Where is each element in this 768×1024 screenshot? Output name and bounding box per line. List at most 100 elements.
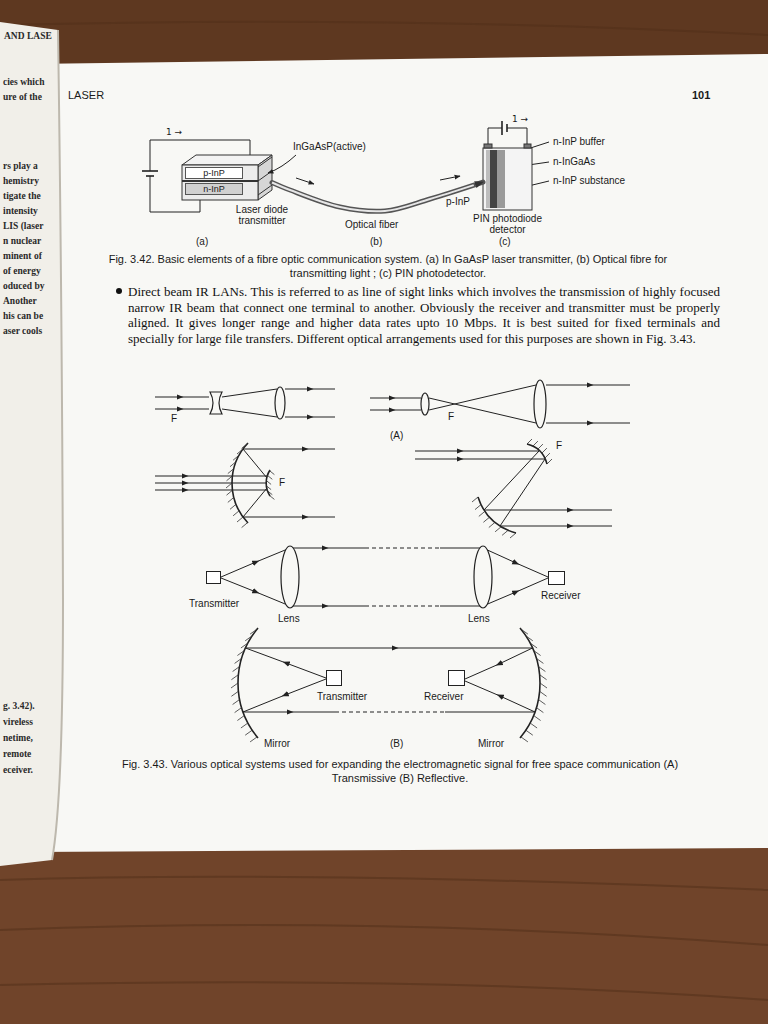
mirror-hatching	[226, 439, 552, 742]
mirror	[238, 628, 258, 738]
part-label: p-InP	[446, 196, 470, 208]
wood-table	[0, 22, 768, 1000]
light-ray	[222, 389, 277, 397]
light-ray	[155, 385, 630, 712]
page-fragment: vireless	[3, 716, 33, 728]
component-label: Receiver	[541, 590, 580, 601]
laser-diode-chip: Laser diode transmitterp-InPn-InP	[182, 165, 272, 200]
transmitter-box: Transmitter	[206, 571, 221, 584]
transmitter-box: Transmitter	[326, 670, 342, 686]
component-label: Laser diode transmitter	[222, 204, 302, 226]
light-ray	[285, 417, 335, 418]
light-ray	[335, 712, 445, 713]
light-ray	[484, 510, 612, 511]
page-fragment: ure of the	[3, 91, 42, 103]
light-ray	[285, 389, 335, 390]
light-ray	[243, 517, 335, 518]
component-label: Mirror	[264, 738, 290, 750]
detector-circuit	[488, 121, 527, 144]
page-fragment: eceiver.	[3, 764, 33, 776]
book-page	[30, 54, 768, 852]
photodiode-body	[497, 150, 505, 208]
page-fragment: intensity	[3, 205, 38, 217]
semiconductor-layer: n-InP	[185, 183, 243, 195]
bullet	[116, 288, 122, 294]
component-label: Lens	[468, 613, 490, 625]
light-ray	[155, 409, 209, 410]
photodiode-body	[524, 144, 531, 148]
light-ray	[440, 548, 483, 549]
light-ray	[440, 606, 483, 607]
light-ray	[465, 681, 535, 712]
light-ray	[500, 526, 612, 527]
leader-line	[440, 176, 460, 180]
page-fragment: minent of	[3, 250, 42, 262]
detector-circuit	[488, 128, 502, 144]
running-head: LASER	[68, 89, 104, 101]
light-ray	[243, 488, 267, 517]
page-fragment: tigate the	[3, 190, 41, 202]
layer-label: p-InP	[203, 168, 225, 178]
component-label: Lens	[278, 613, 300, 625]
photodiode-body	[483, 148, 532, 210]
laser-chip	[258, 155, 272, 200]
photodiode-body	[486, 150, 490, 208]
mirror	[232, 443, 547, 738]
laser-circuit	[142, 170, 158, 172]
page-fragment: his can be	[3, 310, 43, 322]
laser-circuit	[142, 140, 250, 212]
photodiode-body	[483, 144, 532, 210]
page-fragment: remote	[3, 748, 31, 760]
light-ray	[243, 449, 267, 478]
light-ray	[429, 398, 536, 423]
lens	[210, 392, 222, 414]
light-ray	[365, 548, 440, 549]
layer-label: n-InP	[203, 184, 225, 194]
mirror	[478, 497, 516, 533]
light-ray	[483, 578, 548, 606]
figure-caption: Fig. 3.43. Various optical systems used …	[100, 757, 700, 785]
detector-circuit	[501, 121, 503, 135]
current-label: 1 →	[512, 113, 528, 125]
laser-chip	[182, 180, 258, 182]
light-ray	[546, 385, 630, 386]
light-ray	[221, 548, 290, 577]
light-ray	[445, 712, 535, 713]
light-ray	[222, 409, 277, 417]
page-fragment: Another	[3, 295, 37, 307]
figure-sub-label: (b)	[370, 236, 382, 248]
receiver-box: Receiver	[548, 571, 565, 585]
component-label: Transmitter	[189, 598, 239, 609]
page-fragment: AND LASE	[4, 30, 52, 42]
receiver-box: Receiver	[448, 670, 465, 686]
body-paragraph: Direct beam IR LANs. This is referred to…	[128, 284, 720, 346]
optical-fiber	[272, 182, 483, 211]
light-ray	[243, 679, 326, 712]
part-label: n-InP buffer	[553, 136, 605, 148]
light-ray	[429, 385, 536, 410]
focus-label: F	[556, 440, 562, 452]
light-ray	[155, 483, 266, 484]
lens	[210, 380, 546, 608]
light-ray	[155, 490, 267, 491]
page-number: 101	[692, 89, 710, 101]
figure-sub-label: (B)	[390, 738, 403, 750]
page-fragment: netime,	[3, 732, 33, 744]
focus-label: F	[448, 411, 454, 423]
fiber-core	[272, 182, 483, 211]
lens	[421, 393, 429, 415]
part-label: Optical fiber	[345, 219, 398, 231]
laser-chip	[182, 155, 272, 165]
page-fragment: LIS (laser	[3, 220, 43, 232]
figure-caption: Fig. 3.42. Basic elements of a fibre opt…	[88, 252, 688, 280]
figure-sub-label: (A)	[390, 430, 403, 442]
light-ray	[155, 476, 267, 477]
page-fragment: oduced by	[3, 280, 44, 292]
lens	[474, 546, 492, 608]
light-ray	[290, 548, 365, 549]
facing-page	[0, 22, 63, 866]
figure-sub-label: (a)	[196, 236, 208, 248]
